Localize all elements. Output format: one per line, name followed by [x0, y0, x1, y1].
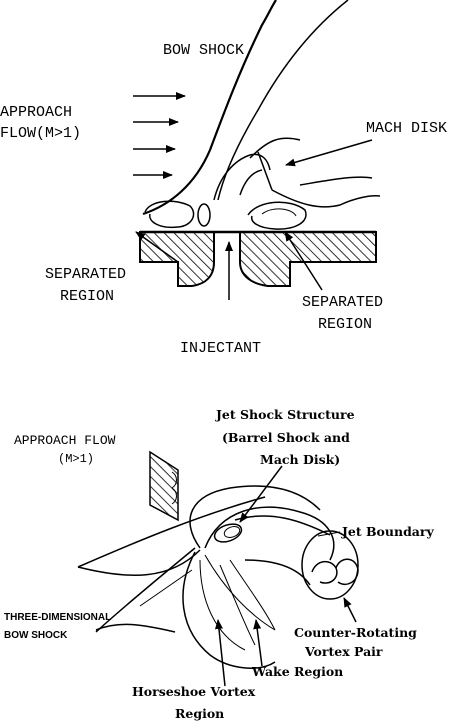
upstream-vortex-core: [197, 203, 211, 227]
bottom-approach-flow-label-2: (M>1): [58, 452, 94, 466]
shock-line-outer: [217, 0, 349, 201]
three-dim-bow-shock-pointer: [139, 569, 193, 607]
jet-shock-label-2: (Barrel Shock and: [222, 430, 350, 445]
bottom-approach-flow-label-1: APPROACH FLOW: [14, 433, 116, 448]
injectant-label: INJECTANT: [180, 340, 261, 357]
separated-right-label-1: SEPARATED: [302, 294, 383, 311]
jet-boundary-label: Jet Boundary: [341, 524, 434, 539]
three-dim-bow-shock-label-2: BOW SHOCK: [4, 630, 68, 641]
horseshoe-pointer: [214, 619, 226, 687]
jet-plume-left: [213, 153, 271, 201]
horseshoe-label-2: Region: [175, 706, 224, 721]
bow-shock-wing-upper: [95, 623, 176, 633]
separated-left-label-1: SEPARATED: [45, 266, 126, 283]
separated-right-pointer: [284, 231, 323, 291]
approach-flow-label-1: APPROACH: [0, 104, 72, 121]
mach-disk-label: MACH DISK: [366, 120, 447, 137]
bow-shock-line-upper: [77, 496, 266, 568]
downstream-vortex-inner: [261, 208, 297, 217]
wake-region-label: Wake Region: [251, 664, 343, 679]
separated-left-label-2: REGION: [60, 288, 114, 305]
mach-disk: [257, 151, 273, 191]
barrel-shock-ellipse: [213, 523, 243, 543]
three-dim-bow-shock-envelope: [189, 485, 321, 549]
mach-disk-pointer: [285, 139, 373, 167]
jet-boundary-tube-bottom: [244, 559, 311, 586]
wall-hatch-left: [139, 231, 215, 287]
three-dim-bow-shock-label-1: THREE-DIMENSIONAL: [4, 612, 111, 623]
jet-shock-pointer: [239, 465, 283, 523]
top-cross-section-diagram: BOW SHOCK APPROACH FLOW(M>1) MACH DISK S…: [0, 0, 447, 357]
jet-downstream: [271, 189, 381, 208]
wake-region-pointer: [253, 619, 263, 667]
jet-boundary-end: [301, 530, 359, 600]
wake-line-1: [229, 559, 276, 631]
counter-rotating-vortex-pair: [311, 558, 359, 586]
jet-shock-label-1: Jet Shock Structure: [215, 407, 355, 422]
jet-boundary-pointer: [317, 531, 341, 537]
bottom-3d-diagram: APPROACH FLOW (M>1) Jet Shock Structure …: [4, 407, 434, 721]
barrel-shock: [249, 137, 301, 159]
bow-shock-wing-lower: [95, 547, 196, 633]
bow-shock-body-3: [204, 554, 276, 631]
jet-downstream-2: [299, 176, 373, 186]
horseshoe-label-1: Horseshoe Vortex: [132, 684, 256, 699]
downstream-vortex: [247, 201, 307, 230]
counter-rotating-label-1: Counter-Rotating: [294, 625, 417, 640]
wall-hatch-right: [239, 231, 377, 287]
counter-rotating-pointer: [343, 597, 357, 623]
bow-shock-body-2: [199, 559, 246, 651]
separated-left-pointer: [135, 231, 179, 263]
jet-column-outer: [204, 506, 335, 561]
bow-shock-label: BOW SHOCK: [163, 42, 244, 59]
separated-right-label-2: REGION: [318, 316, 372, 333]
approach-flow-label-2: FLOW(M>1): [0, 125, 81, 142]
approach-flow-plate: [149, 450, 179, 522]
approach-flow-arrows: [133, 92, 186, 179]
bow-shock-line-lower: [77, 549, 201, 576]
jet-plume-right: [239, 169, 263, 196]
upstream-vortex: [144, 200, 195, 229]
wake-line-2: [219, 564, 256, 646]
jet-inner-ellipse: [223, 526, 241, 538]
bow-shock-body: [182, 551, 276, 669]
jet-shock-label-3: Mach Disk): [260, 452, 340, 467]
counter-rotating-label-2: Vortex Pair: [304, 644, 383, 659]
approach-flow-arcs: [171, 471, 177, 505]
bow-shock-curve: [142, 0, 277, 216]
